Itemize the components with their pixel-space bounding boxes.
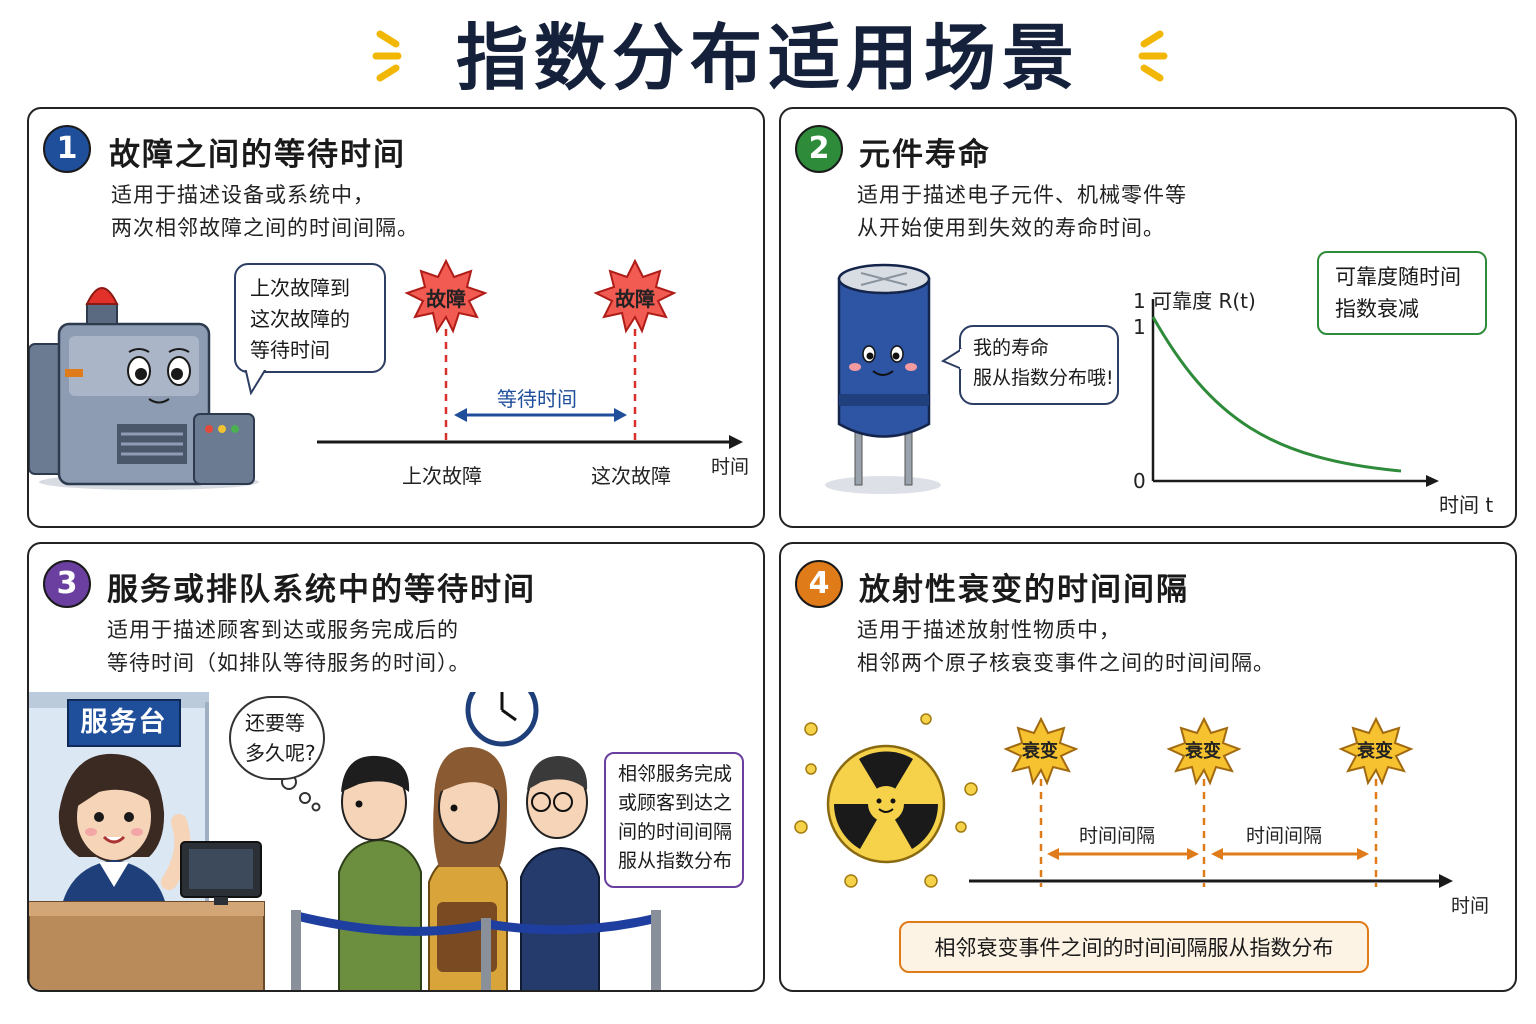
failure-timeline [317, 258, 743, 449]
decay-timeline [969, 716, 1453, 888]
decay-burst-label: 衰变 [1185, 741, 1221, 762]
right-sparkle-icon [1138, 30, 1168, 82]
queue-note-box: 相邻服务完成 或顾客到达之 间的时间间隔 服从指数分布 [604, 752, 744, 888]
y-axis-label: 1 可靠度 R(t) [1133, 289, 1256, 313]
machine-speech-bubble: 上次故障到 这次故障的 等待时间 [234, 263, 386, 373]
burst-label: 故障 [426, 287, 466, 311]
bubble-tail [244, 367, 268, 395]
wait-time-label: 等待时间 [497, 387, 577, 411]
panel-title: 故障之间的等待时间 [109, 137, 406, 173]
decay-burst-icon [1003, 716, 1079, 786]
reliability-curve [1151, 316, 1402, 473]
time-axis-label: 时间 [711, 456, 750, 478]
note-line-3: 间的时间间隔 [618, 821, 733, 843]
panel-number-badge: 2 [795, 125, 843, 173]
bubble-line-1: 我的寿命 [973, 337, 1050, 359]
panel-desc-line-1: 适用于描述放射性物质中， [857, 618, 1121, 642]
panel-title: 服务或排队系统中的等待时间 [107, 572, 536, 608]
reliability-curve-chart [1151, 299, 1439, 487]
bubble-line-3: 等待时间 [250, 338, 330, 362]
panel-desc-line-1: 适用于描述电子元件、机械零件等 [857, 183, 1187, 207]
radiation-mascot-icon [794, 713, 978, 888]
panel-number-badge: 4 [795, 560, 843, 608]
service-desk-sign: 服务台 [67, 699, 181, 747]
time-axis-label: 时间 [1451, 895, 1490, 917]
note-line-4: 服从指数分布 [618, 850, 733, 872]
panel-title: 元件寿命 [859, 137, 991, 173]
this-failure-label: 这次故障 [591, 464, 671, 488]
burst-label: 故障 [615, 287, 655, 311]
x-axis-label: 时间 t [1439, 493, 1494, 517]
decay-burst-label: 衰变 [1022, 741, 1058, 762]
panel-radioactive-decay: 4 放射性衰变的时间间隔 适用于描述放射性物质中， 相邻两个原子核衰变事件之间的… [779, 542, 1517, 992]
bubble-line-1: 上次故障到 [250, 276, 350, 300]
decay-burst-label: 衰变 [1357, 741, 1393, 762]
failure-burst-icon [593, 258, 677, 334]
bubble-line-2: 这次故障的 [250, 307, 350, 331]
y-axis-tick-0: 0 [1133, 469, 1146, 493]
panel-desc-line-2: 从开始使用到失效的寿命时间。 [857, 216, 1165, 240]
interval-label: 时间间隔 [1079, 825, 1156, 847]
panel-desc-line-1: 适用于描述顾客到达或服务完成后的 [107, 618, 459, 642]
panel-number-badge: 1 [43, 125, 91, 173]
capacitor-speech-bubble: 我的寿命 服从指数分布哦! [959, 325, 1119, 405]
note-line-2: 指数衰减 [1335, 297, 1419, 321]
failure-burst-icon [404, 258, 488, 334]
reliability-note-box: 可靠度随时间 指数衰减 [1317, 251, 1487, 335]
panel-queue-waiting: 3 服务或排队系统中的等待时间 适用于描述顾客到达或服务完成后的 等待时间（如排… [27, 542, 765, 992]
panel-desc-line-1: 适用于描述设备或系统中， [111, 183, 375, 207]
page-title: 指数分布适用场景 [455, 16, 1080, 100]
y-axis-tick-1: 1 [1133, 315, 1146, 339]
service-desk-scene [29, 692, 661, 990]
thought-line-2: 多久呢? [245, 741, 316, 765]
thought-cloud: 还要等 多久呢? [229, 696, 325, 780]
decay-burst-icon [1166, 716, 1242, 786]
machine-mascot-icon [29, 287, 259, 490]
panel-number-badge: 3 [43, 560, 91, 608]
bubble-tail [941, 348, 963, 370]
note-line-1: 相邻服务完成 [618, 763, 733, 785]
panel-title: 放射性衰变的时间间隔 [859, 572, 1189, 608]
panel-desc-line-2: 相邻两个原子核衰变事件之间的时间间隔。 [857, 651, 1275, 675]
note-line-1: 可靠度随时间 [1335, 265, 1461, 289]
capacitor-mascot-icon [825, 263, 941, 494]
note-line-2: 或顾客到达之 [618, 792, 733, 814]
decay-note-box: 相邻衰变事件之间的时间间隔服从指数分布 [899, 921, 1369, 973]
panel-desc-line-2: 两次相邻故障之间的时间间隔。 [111, 216, 419, 240]
thought-line-1: 还要等 [245, 711, 305, 735]
last-failure-label: 上次故障 [402, 464, 482, 488]
interval-label: 时间间隔 [1246, 825, 1323, 847]
panel-failure-waiting: 1 故障之间的等待时间 适用于描述设备或系统中， 两次相邻故障之间的时间间隔。 … [27, 107, 765, 528]
bubble-line-2: 服从指数分布哦! [973, 367, 1114, 389]
decay-burst-icon [1338, 716, 1414, 786]
left-sparkle-icon [372, 30, 402, 82]
clock-icon [465, 692, 539, 747]
panel-component-life: 2 元件寿命 适用于描述电子元件、机械零件等 从开始使用到失效的寿命时间。 我的… [779, 107, 1517, 528]
panel-desc-line-2: 等待时间（如排队等待服务的时间）。 [107, 651, 471, 675]
